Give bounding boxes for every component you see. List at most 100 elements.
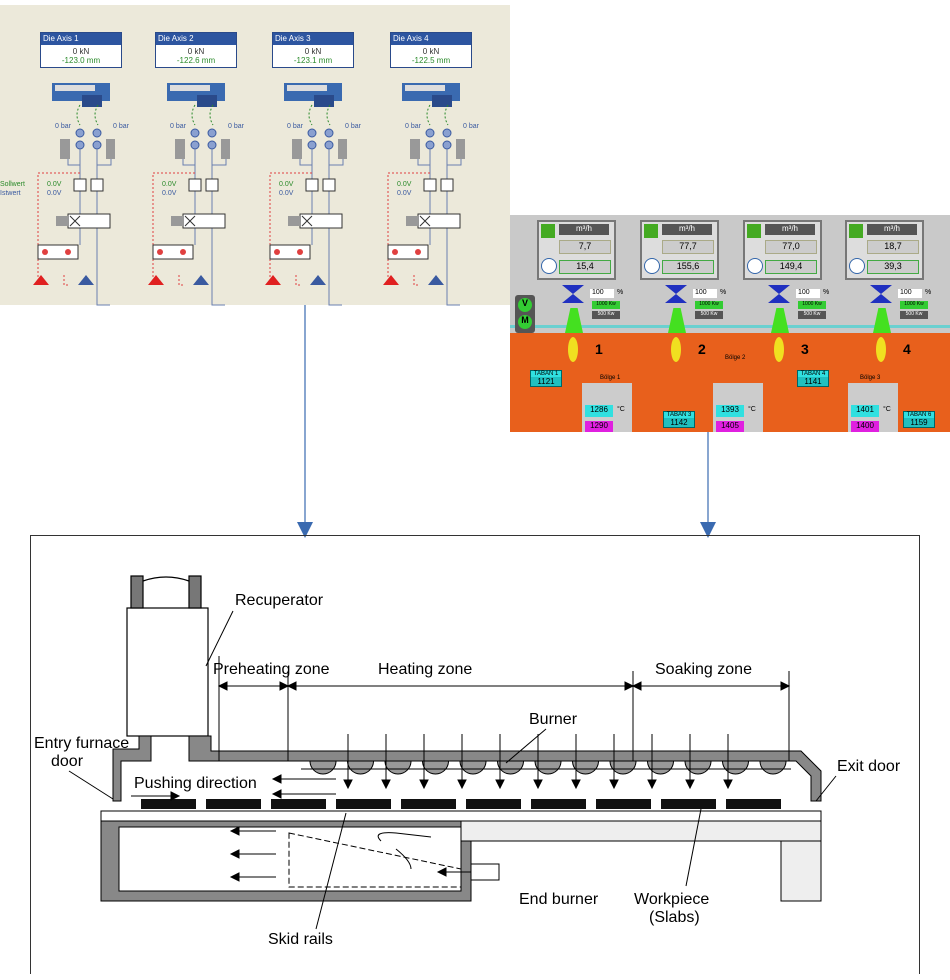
zone-temp-top: 1286 (585, 405, 613, 417)
burner (496, 760, 525, 775)
die-axis-title: Die Axis 4 (391, 33, 471, 45)
hydraulic-circuit (33, 83, 115, 306)
valve-percent[interactable]: 100 (898, 289, 922, 298)
pressure-label: 0 bar (345, 123, 361, 130)
zone-temp-bottom: 1290 (585, 421, 613, 432)
preheating-zone-label: Preheating zone (213, 661, 330, 678)
force-value: 0 kN (187, 47, 205, 56)
heating-zone-label: Heating zone (378, 661, 472, 678)
entry-door-label-2: door (51, 753, 84, 770)
valve-percent[interactable]: 100 (590, 289, 614, 298)
pressure-label: 0 bar (405, 123, 421, 130)
flow-unit: m³/h (867, 224, 917, 235)
pressure-label: 0 bar (55, 123, 71, 130)
gauge-icon[interactable] (849, 258, 865, 274)
slab (596, 799, 651, 809)
zone-dimension-lines (217, 656, 791, 761)
taban-value: 1141 (798, 377, 828, 386)
burner-icon (668, 308, 686, 333)
slab (531, 799, 586, 809)
kw-low: 500 Kw (798, 311, 826, 319)
burner (646, 760, 675, 775)
burner-flow-panel: m³/h 7,7 15,4 (537, 220, 616, 280)
burner-number: 1 (595, 341, 603, 357)
burner-number: 3 (801, 341, 809, 357)
burner-flow-panel: m³/h 18,7 39,3 (845, 220, 924, 280)
flow-unit: m³/h (765, 224, 815, 235)
heat-arrow (381, 734, 391, 790)
flow-value: 77,0 (765, 240, 817, 254)
furnace-walls (100, 735, 822, 902)
total-value: 15,4 (559, 260, 611, 274)
slab (336, 799, 391, 809)
flame-icon (747, 224, 761, 238)
total-value: 155,6 (662, 260, 714, 274)
valve-percent[interactable]: 100 (796, 289, 820, 298)
zone-temp-bottom: 1405 (716, 421, 744, 432)
burner (421, 760, 450, 775)
sollwert-label: Sollwert (0, 181, 25, 188)
percent-label: % (925, 289, 932, 296)
kw-low: 500 Kw (695, 311, 723, 319)
setpoint-voltage: 0.0V (47, 181, 62, 188)
pushing-direction-label: Pushing direction (134, 775, 257, 792)
taban-label: TABAN 6 (906, 412, 932, 418)
zone-temp-panel: 1393 1405 °C (713, 383, 763, 432)
setpoint-voltage: 0.0V (162, 181, 177, 188)
heat-arrow (571, 734, 581, 790)
celsius-label: °C (748, 406, 756, 413)
burner-label: Burner (529, 711, 578, 728)
burner (609, 760, 637, 775)
burner-number: 2 (698, 341, 706, 357)
heat-arrow (647, 734, 657, 790)
burner (684, 760, 712, 775)
zone-temp-panel: 1286 1290 °C (582, 383, 632, 432)
hydraulic-circuit (265, 83, 347, 306)
heat-arrow (533, 734, 543, 790)
zone-temp-bottom: 1400 (851, 421, 879, 432)
burner (721, 760, 750, 775)
taban-label: TABAN 1 (533, 371, 559, 377)
actual-voltage: 0.0V (162, 190, 177, 197)
slabs (141, 799, 781, 809)
actual-voltage: 0.0V (47, 190, 62, 197)
slab (401, 799, 456, 809)
gauge-icon[interactable] (644, 258, 660, 274)
valve-percent[interactable]: 100 (693, 289, 717, 298)
arrowhead-left (297, 522, 313, 538)
pressure-label: 0 bar (287, 123, 303, 130)
end-burner-label: End burner (519, 891, 599, 908)
slab (661, 799, 716, 809)
hydraulic-circuit (383, 83, 465, 306)
slab (466, 799, 521, 809)
zone-temp-top: 1401 (851, 405, 879, 417)
force-value: 0 kN (422, 47, 440, 56)
workpiece-label-2: (Slabs) (649, 909, 700, 926)
position-value: -122.6 mm (176, 56, 216, 65)
die-axis-title: Die Axis 3 (273, 33, 353, 45)
gauge-icon[interactable] (541, 258, 557, 274)
zone-temp-panel: 1401 1400 °C (848, 383, 898, 432)
heat-arrow (343, 734, 353, 790)
kw-high: 1000 Kw (798, 301, 826, 309)
burner-icon (771, 308, 789, 333)
taban-label: TABAN 3 (666, 412, 692, 418)
heat-arrow (457, 734, 467, 790)
flow-unit: m³/h (662, 224, 712, 235)
actual-voltage: 0.0V (279, 190, 294, 197)
heat-arrow (723, 734, 733, 790)
gauge-icon[interactable] (747, 258, 763, 274)
burner-icon (873, 308, 891, 333)
heat-arrow (495, 734, 505, 790)
pressure-label: 0 bar (463, 123, 479, 130)
position-value: -123.1 mm (293, 56, 333, 65)
workpiece-label: Workpiece (634, 891, 709, 908)
